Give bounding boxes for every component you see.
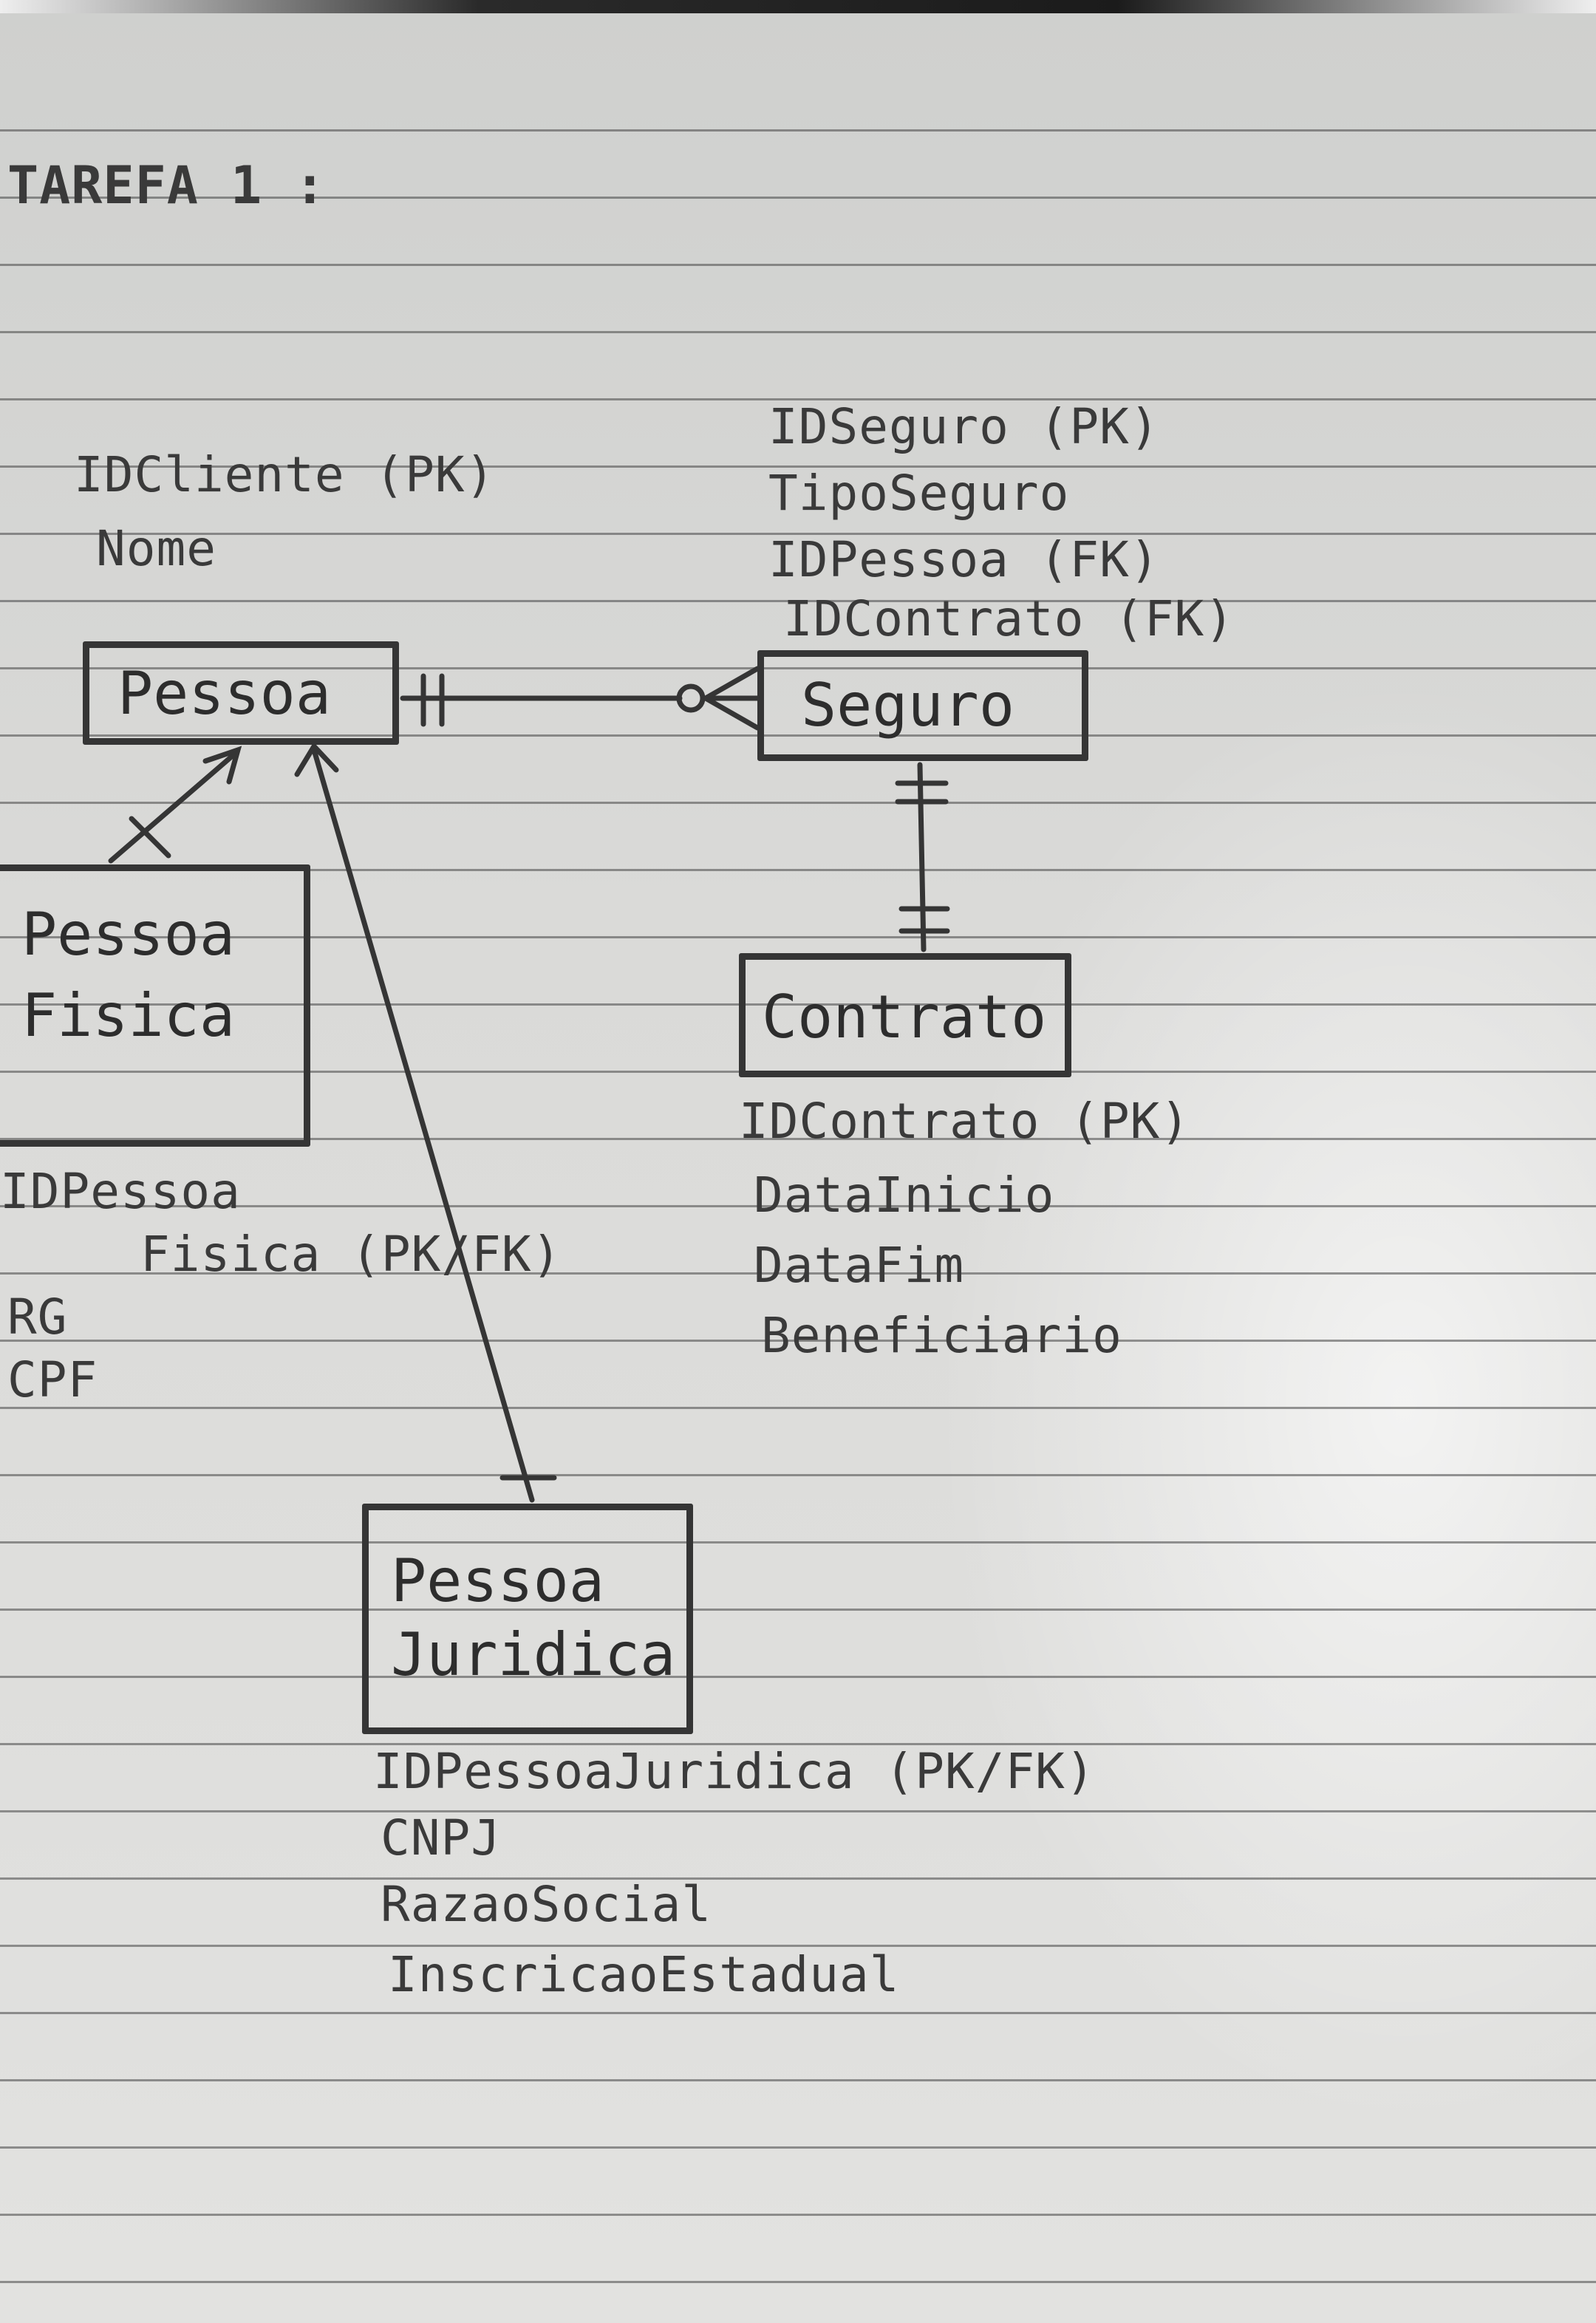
ruled-line	[0, 465, 1596, 468]
ruled-line	[0, 869, 1596, 871]
seguro-attribute-idpessoa: IDPessoa (FK)	[768, 531, 1160, 588]
pessoa-attribute-id: IDCliente (PK)	[74, 446, 496, 503]
pessoa-juridica-attribute-razao: RazaoSocial	[381, 1876, 712, 1933]
ruled-line	[0, 264, 1596, 266]
ruled-line	[0, 2214, 1596, 2216]
ruled-line	[0, 1810, 1596, 1812]
entity-pessoa: Pessoa	[83, 641, 399, 745]
ruled-line	[0, 734, 1596, 737]
rel-fisica-pessoa-arrow	[202, 746, 242, 785]
entity-pessoa-fisica-label-1: Pessoa	[21, 900, 235, 969]
seguro-attribute-id: IDSeguro (PK)	[768, 398, 1160, 455]
ruled-line	[0, 936, 1596, 938]
ruled-line	[0, 1407, 1596, 1409]
ruled-line	[0, 533, 1596, 535]
pessoa-attribute-nome: Nome	[96, 520, 216, 577]
ruled-line	[0, 2281, 1596, 2283]
entity-pessoa-juridica: Pessoa Juridica	[362, 1504, 693, 1734]
entity-contrato-label: Contrato	[762, 983, 1047, 1051]
ruled-line	[0, 2012, 1596, 2014]
ruled-line	[0, 1474, 1596, 1476]
pessoa-juridica-attribute-id: IDPessoaJuridica (PK/FK)	[373, 1743, 1096, 1800]
ruled-line	[0, 1138, 1596, 1140]
contrato-attribute-fim: DataFim	[754, 1237, 965, 1294]
rel-fisica-pessoa	[108, 751, 238, 864]
ruled-line	[0, 2079, 1596, 2081]
ruled-line	[0, 600, 1596, 602]
entity-seguro: Seguro	[757, 650, 1088, 761]
ruled-line	[0, 667, 1596, 669]
rel-juridica-pessoa-arrow	[294, 742, 339, 777]
pessoa-fisica-attribute-id: IDPessoa	[0, 1163, 241, 1220]
page-top-edge	[0, 0, 1596, 13]
ruled-line	[0, 1945, 1596, 1947]
rel-fisica-pessoa-bar	[129, 816, 171, 859]
pessoa-fisica-attribute-cpf: CPF	[7, 1351, 98, 1408]
pessoa-fisica-attribute-id-cont: Fisica (PK/FK)	[140, 1226, 562, 1283]
ruled-line	[0, 1743, 1596, 1745]
ruled-line	[0, 1541, 1596, 1543]
seguro-attribute-tipo: TipoSeguro	[768, 465, 1070, 522]
ruled-line	[0, 1609, 1596, 1611]
entity-contrato: Contrato	[739, 953, 1071, 1077]
ruled-line	[0, 1877, 1596, 1880]
page-title: TAREFA 1 :	[7, 155, 327, 216]
pessoa-juridica-attribute-cnpj: CNPJ	[381, 1809, 501, 1866]
entity-pessoa-juridica-label-2: Juridica	[391, 1620, 676, 1689]
ruled-line	[0, 1205, 1596, 1207]
ruled-line	[0, 197, 1596, 199]
entity-pessoa-fisica: Pessoa Fisica	[0, 864, 310, 1147]
entity-pessoa-juridica-label-1: Pessoa	[391, 1546, 604, 1615]
contrato-attribute-inicio: DataInicio	[754, 1167, 1055, 1224]
entity-pessoa-label: Pessoa	[117, 659, 331, 728]
seguro-attribute-idcontrato: IDContrato (FK)	[783, 590, 1235, 647]
pessoa-juridica-attribute-inscricao: InscricaoEstadual	[388, 1946, 900, 2003]
ruled-line	[0, 802, 1596, 804]
pessoa-fisica-attribute-rg: RG	[7, 1289, 68, 1345]
rel-juridica-pessoa	[311, 747, 535, 1503]
ruled-line	[0, 1272, 1596, 1275]
ruled-line	[0, 1676, 1596, 1678]
rel-seguro-contrato	[917, 762, 927, 952]
ruled-line	[0, 331, 1596, 333]
contrato-attribute-beneficiario: Beneficiario	[761, 1307, 1122, 1364]
ruled-line	[0, 398, 1596, 400]
ruled-line	[0, 129, 1596, 132]
entity-pessoa-fisica-label-2: Fisica	[21, 981, 235, 1050]
entity-seguro-label: Seguro	[801, 671, 1014, 740]
rel-pessoa-seguro-zero	[676, 683, 706, 713]
ruled-line	[0, 1340, 1596, 1342]
ruled-line	[0, 1003, 1596, 1006]
contrato-attribute-id: IDContrato (PK)	[739, 1093, 1191, 1150]
ruled-line	[0, 2146, 1596, 2149]
